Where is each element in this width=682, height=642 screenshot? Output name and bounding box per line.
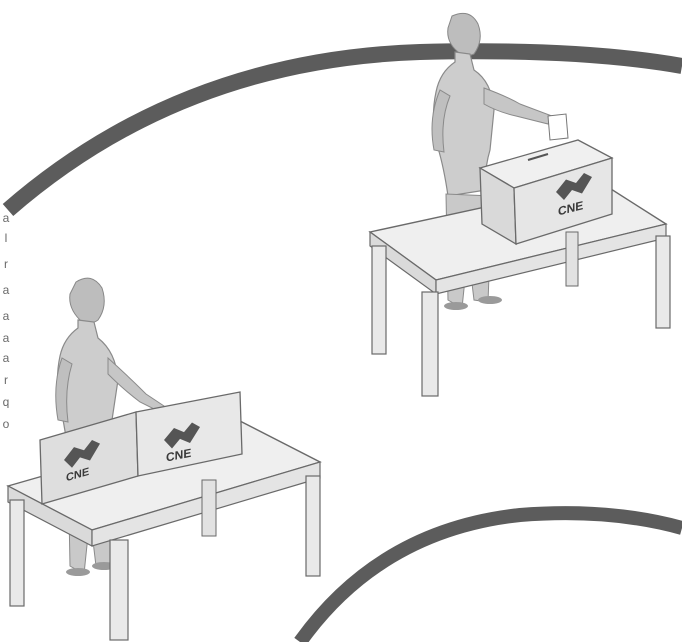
- edge-letter: a: [0, 310, 12, 322]
- ballot-paper-icon: [548, 114, 568, 140]
- edge-letter: r: [0, 374, 12, 386]
- edge-letter: a: [0, 332, 12, 344]
- edge-letter: a: [0, 212, 12, 224]
- edge-letter: r: [0, 258, 12, 270]
- edge-letter: l: [0, 232, 12, 244]
- edge-letter: q: [0, 396, 12, 408]
- edge-letter: a: [0, 284, 12, 296]
- edge-letter: a: [0, 352, 12, 364]
- edge-letter: o: [0, 418, 12, 430]
- lower-arc: [300, 513, 682, 642]
